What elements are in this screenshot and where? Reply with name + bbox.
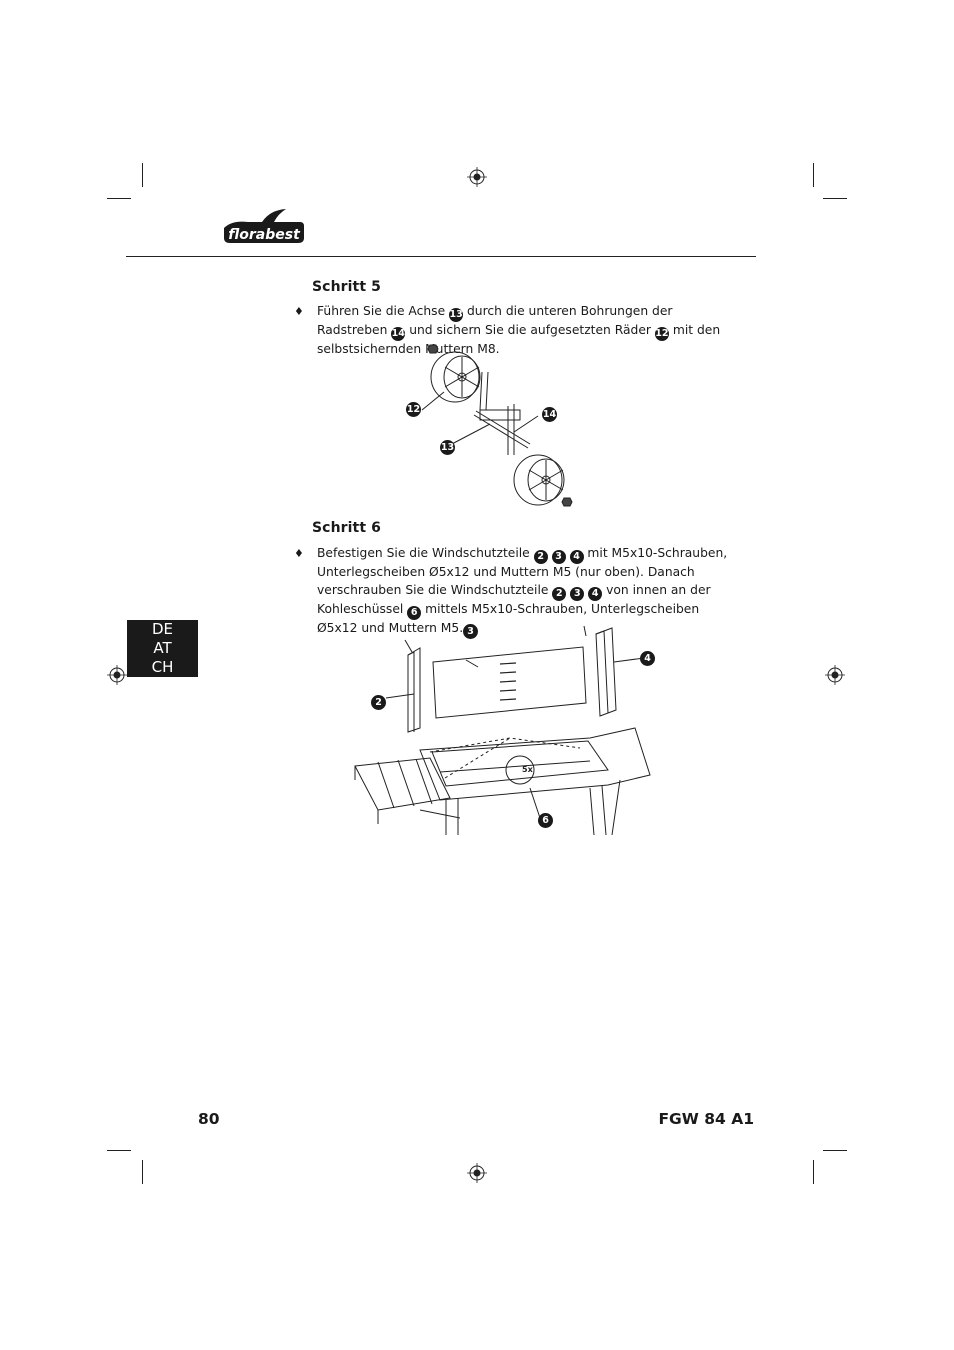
crop-mark: [823, 1150, 847, 1151]
ref-number: 14: [391, 327, 406, 341]
figure-label: 14: [542, 407, 557, 422]
registration-mark-icon: [107, 665, 127, 685]
ref-number: 4: [569, 550, 584, 564]
quantity-callout: 5x: [522, 765, 534, 774]
header-rule: [126, 256, 756, 257]
ref-number: 2: [552, 586, 567, 601]
language-code: DE: [151, 620, 174, 638]
figure-label: 13: [440, 440, 455, 455]
step5-title: Schritt 5: [312, 279, 381, 295]
crop-mark: [107, 198, 131, 199]
bullet-icon: ♦: [294, 305, 304, 318]
bullet-icon: ♦: [294, 547, 304, 560]
ref-number: 6: [407, 605, 422, 620]
page-number: 80: [198, 1110, 220, 1128]
language-code: CH: [151, 658, 174, 676]
registration-mark-icon: [467, 167, 487, 187]
brand-name: florabest: [228, 227, 301, 243]
ref-number: 4: [588, 586, 603, 601]
figure-label: 4: [640, 651, 655, 666]
crop-mark: [142, 163, 143, 187]
ref-number: 3: [551, 550, 566, 564]
crop-mark: [823, 198, 847, 199]
language-code: AT: [153, 639, 172, 657]
figure-label: 2: [371, 695, 386, 710]
ref-number: 3: [570, 586, 585, 601]
crop-mark: [813, 163, 814, 187]
crop-mark: [813, 1160, 814, 1184]
windshield-assembly-illustration: 5x: [354, 625, 651, 835]
crop-mark: [107, 1150, 131, 1151]
ref-number: 13: [449, 308, 464, 322]
step6-text: Befestigen Sie die Windschutzteile 2 3 4…: [317, 546, 728, 635]
wheel-assembly-illustration: [421, 344, 573, 507]
language-tab: DE AT CH: [127, 620, 198, 677]
figure-label: 12: [406, 402, 421, 417]
crop-mark: [142, 1160, 143, 1184]
step6-title: Schritt 6: [312, 520, 381, 536]
registration-mark-icon: [825, 665, 845, 685]
brand-logo: florabest: [224, 209, 304, 243]
step5-text: Führen Sie die Achse 13 durch die untere…: [317, 304, 721, 356]
ref-number: 12: [654, 327, 669, 341]
registration-mark-icon: [467, 1163, 487, 1183]
figure-label: 3: [463, 624, 478, 639]
figure-label: 6: [538, 813, 553, 828]
ref-number: 2: [533, 550, 548, 564]
model-number: FGW 84 A1: [658, 1110, 754, 1128]
